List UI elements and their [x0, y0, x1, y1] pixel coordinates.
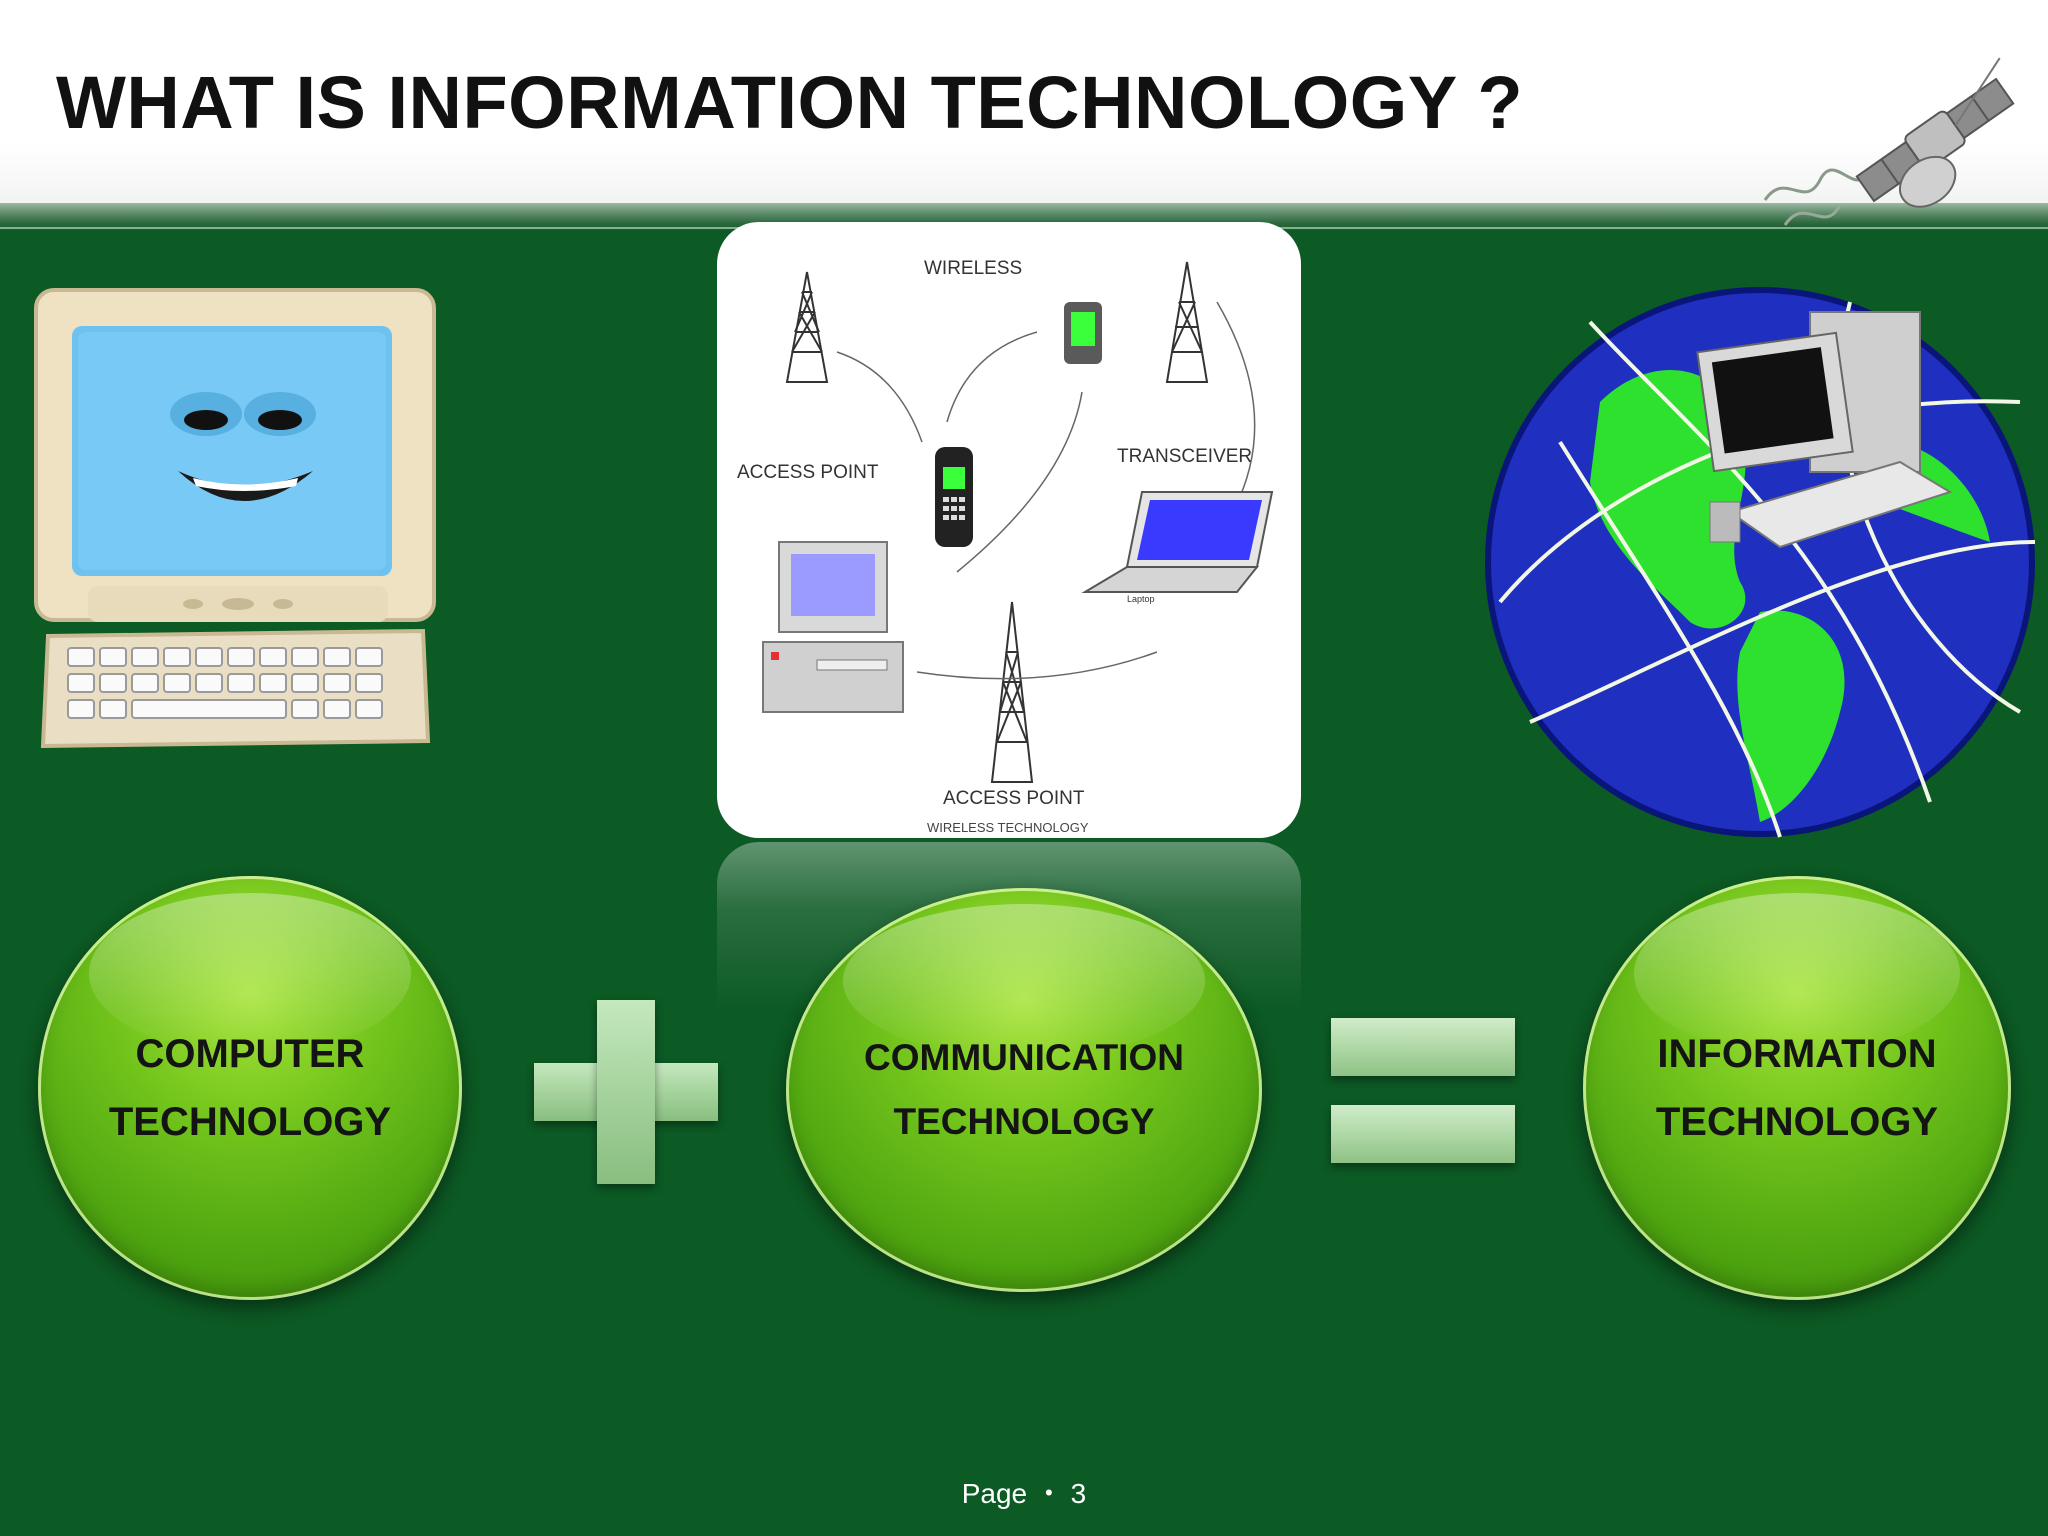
label-wireless-technology: WIRELESS TECHNOLOGY	[927, 820, 1089, 835]
wireless-network-diagram: WIRELESS ACCESS POINT TRANSCEIVER ACCESS…	[717, 222, 1301, 838]
communication-technology-line1: COMMUNICATION	[864, 1037, 1184, 1078]
globe-computer-image	[1485, 287, 2036, 838]
satellite-icon	[1763, 57, 2015, 226]
equals-sign-top-bar	[1331, 1018, 1515, 1076]
communication-technology-circle: COMMUNICATION TECHNOLOGY	[786, 888, 1262, 1292]
equals-sign-bottom-bar	[1331, 1105, 1515, 1163]
label-wireless: WIRELESS	[924, 258, 1022, 279]
information-technology-circle: INFORMATION TECHNOLOGY	[1583, 876, 2011, 1300]
cartoon-computer-image	[34, 288, 436, 749]
communication-technology-line2: TECHNOLOGY	[893, 1101, 1155, 1142]
information-technology-line1: INFORMATION	[1657, 1032, 1937, 1076]
label-transceiver: TRANSCEIVER	[1117, 446, 1252, 467]
computer-technology-line2: TECHNOLOGY	[108, 1100, 392, 1144]
slide-title: WHAT IS INFORMATION TECHNOLOGY ?	[56, 61, 1524, 144]
slide-header: WHAT IS INFORMATION TECHNOLOGY ?	[0, 0, 2048, 203]
page-number: Page ・ 3	[961, 1478, 1087, 1509]
information-technology-line2: TECHNOLOGY	[1655, 1100, 1939, 1144]
plus-sign	[534, 1000, 718, 1184]
label-access-point-bottom: ACCESS POINT	[943, 788, 1085, 809]
computer-technology-line1: COMPUTER	[135, 1032, 365, 1076]
label-access-point-top: ACCESS POINT	[737, 462, 879, 483]
computer-technology-circle: COMPUTER TECHNOLOGY	[38, 876, 462, 1300]
label-laptop: Laptop	[1127, 594, 1155, 604]
